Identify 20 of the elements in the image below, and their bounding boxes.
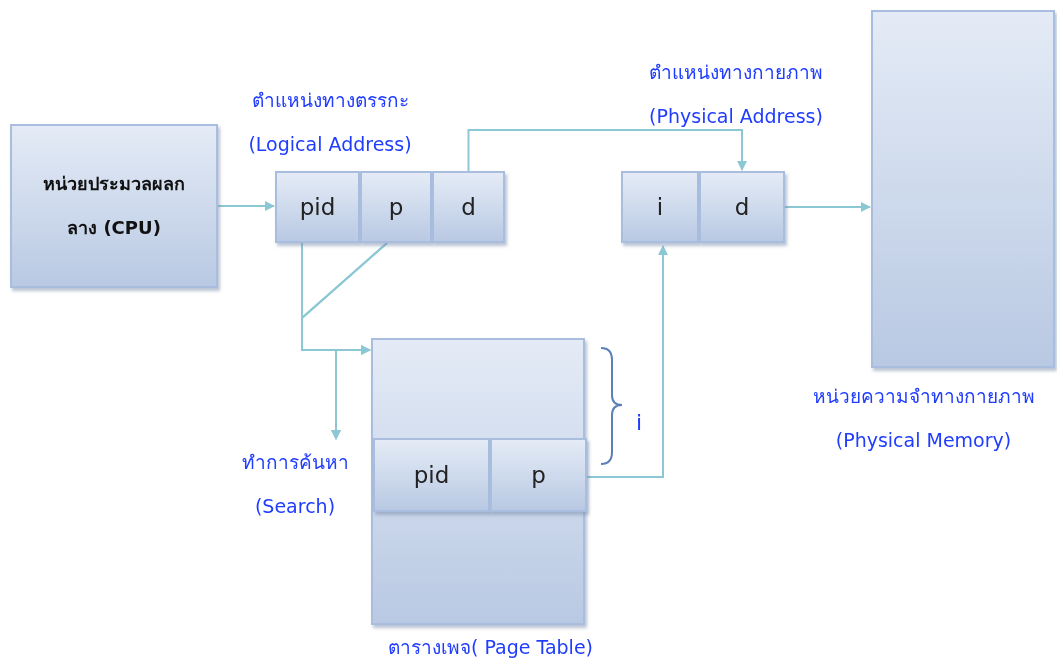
address-field: d	[432, 171, 505, 243]
brace-label: i	[636, 410, 643, 435]
arrow	[217, 201, 275, 211]
arrow	[784, 202, 871, 212]
processor-label: หน่วยประมวลผลกลาง (CPU)	[42, 172, 186, 240]
table-entry-field: pid	[373, 438, 490, 512]
address-field: p	[360, 171, 432, 243]
physical-address-label: ตำแหน่งทางกายภาพ (Physical Address)	[648, 60, 824, 129]
arrow	[467, 129, 747, 172]
page-table-label: ตารางเพจ( Page Table)	[386, 635, 594, 660]
arrow	[301, 242, 388, 440]
physical-memory-label: หน่วยความจำทางกายภาพ (Physical Memory)	[811, 384, 1036, 453]
address-field: pid	[275, 171, 360, 243]
address-field: i	[621, 171, 699, 243]
table-entry-field: p	[490, 438, 587, 512]
address-field: d	[699, 171, 785, 243]
search-label: ทำการค้นหา (Search)	[230, 440, 360, 536]
processor-box	[10, 124, 218, 288]
arrow	[586, 245, 668, 478]
logical-address-label: ตำแหน่งทางตรรกะ (Logical Address)	[247, 88, 413, 157]
